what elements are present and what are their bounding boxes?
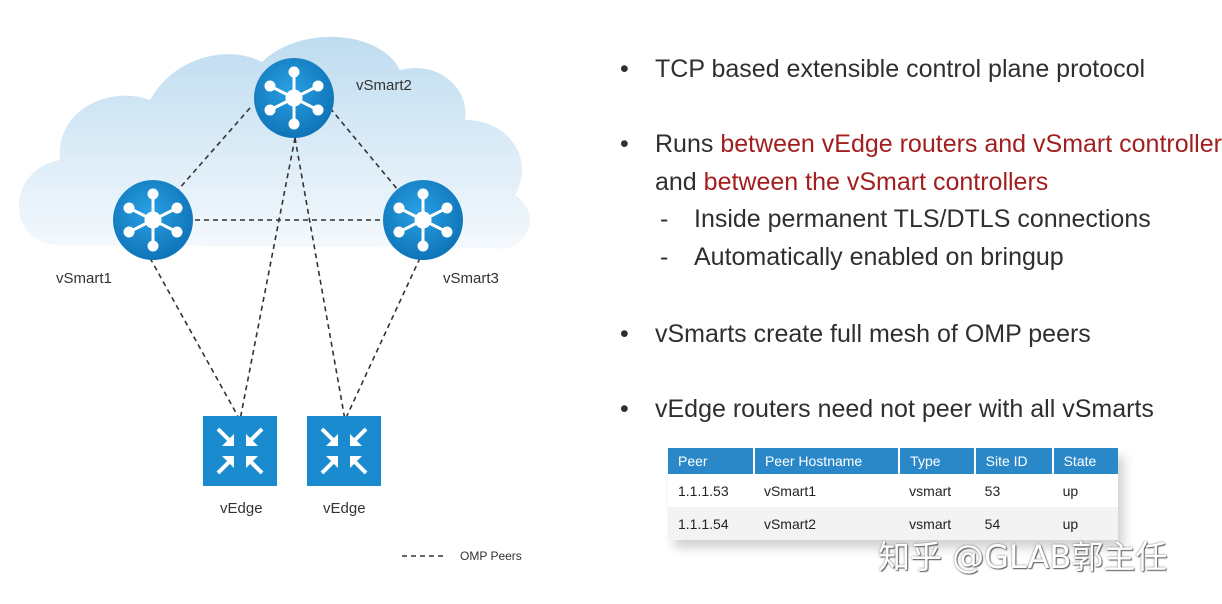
cell-peer: 1.1.1.53 — [668, 474, 754, 507]
vsmart3-label: vSmart3 — [443, 270, 499, 287]
vsmart2-node[interactable]: vSmart2 — [254, 58, 412, 138]
bullet-marker: • — [620, 130, 629, 158]
cell-hostname: vSmart2 — [753, 507, 900, 540]
highlight-text: between vEdge routers and vSmart control… — [720, 130, 1222, 158]
bullet-text: vEdge routers need not peer with all vSm… — [655, 395, 1154, 423]
bullet-text: vSmarts create full mesh of OMP peers — [655, 320, 1091, 348]
bullet-text: TCP based extensible control plane proto… — [655, 55, 1146, 83]
cell-peer: 1.1.1.54 — [668, 507, 754, 540]
link-vsmart2-vedge2 — [294, 137, 346, 421]
vedge2-router-icon — [307, 416, 381, 486]
bullet-marker: • — [620, 395, 629, 423]
cell-site-id: 53 — [974, 474, 1053, 507]
hub-spoke-icon — [393, 188, 453, 252]
column-header-hostname: Peer Hostname — [753, 448, 901, 474]
cross-arrows-icon — [216, 427, 264, 475]
sub-bullet-marker: - — [660, 205, 669, 233]
link-vsmart2-vedge1 — [239, 137, 296, 421]
omp-peer-table: Peer Peer Hostname Type Site ID State 1.… — [668, 448, 1118, 540]
cell-state: up — [1052, 474, 1118, 507]
bullet-text: and — [655, 168, 704, 196]
sub-bullet-text: Automatically enabled on bringup — [694, 243, 1064, 271]
sub-bullet-bringup: -Automatically enabled on bringup — [660, 238, 1064, 276]
vedge2-node[interactable]: vEdge — [307, 416, 381, 517]
link-vsmart2-vsmart1 — [177, 107, 251, 191]
legend-label: OMP Peers — [460, 549, 522, 563]
legend: OMP Peers — [402, 549, 522, 563]
table-row: 1.1.1.53 vSmart1 vsmart 53 up — [668, 474, 1118, 507]
cell-site-id: 54 — [974, 507, 1053, 540]
vsmart3-node[interactable]: vSmart3 — [383, 180, 499, 287]
watermark: 知乎 @GLAB郭主任 — [878, 538, 1168, 576]
sub-bullet-tls: -Inside permanent TLS/DTLS connections — [660, 200, 1151, 238]
sub-bullet-marker: - — [660, 243, 669, 271]
table-header-row: Peer Peer Hostname Type Site ID State — [668, 448, 1118, 474]
vedge1-router-icon — [203, 416, 277, 486]
cell-state: up — [1052, 507, 1118, 540]
hub-spoke-icon — [264, 66, 324, 130]
highlight-text: between the vSmart controllers — [703, 168, 1049, 196]
sub-bullet-text: Inside permanent TLS/DTLS connections — [694, 205, 1151, 233]
omp-peer-lines — [149, 107, 421, 421]
bullet-marker: • — [620, 320, 629, 348]
column-header-type: Type — [899, 448, 976, 474]
bullet-text: Runs — [655, 130, 721, 158]
column-header-peer: Peer — [668, 448, 755, 474]
vsmart2-label: vSmart2 — [356, 77, 412, 94]
vedge1-label: vEdge — [220, 500, 263, 517]
table-row: 1.1.1.54 vSmart2 vsmart 54 up — [668, 507, 1118, 540]
column-header-state: State — [1052, 448, 1118, 474]
cell-hostname: vSmart1 — [753, 474, 900, 507]
link-vsmart1-vedge1 — [149, 257, 241, 421]
vsmart1-label: vSmart1 — [56, 270, 112, 287]
vsmart1-node[interactable]: vSmart1 — [56, 180, 193, 287]
column-header-site-id: Site ID — [974, 448, 1054, 474]
vedge1-node[interactable]: vEdge — [203, 416, 277, 517]
omp-topology-diagram: vSmart2 vSmart1 vSmart3 — [18, 36, 530, 563]
cell-type: vsmart — [899, 507, 975, 540]
hub-spoke-icon — [123, 188, 183, 252]
vedge2-label: vEdge — [323, 500, 366, 517]
link-vsmart3-vedge2 — [344, 257, 421, 421]
cross-arrows-icon — [320, 427, 368, 475]
bullet-marker: • — [620, 55, 629, 83]
cell-type: vsmart — [899, 474, 975, 507]
